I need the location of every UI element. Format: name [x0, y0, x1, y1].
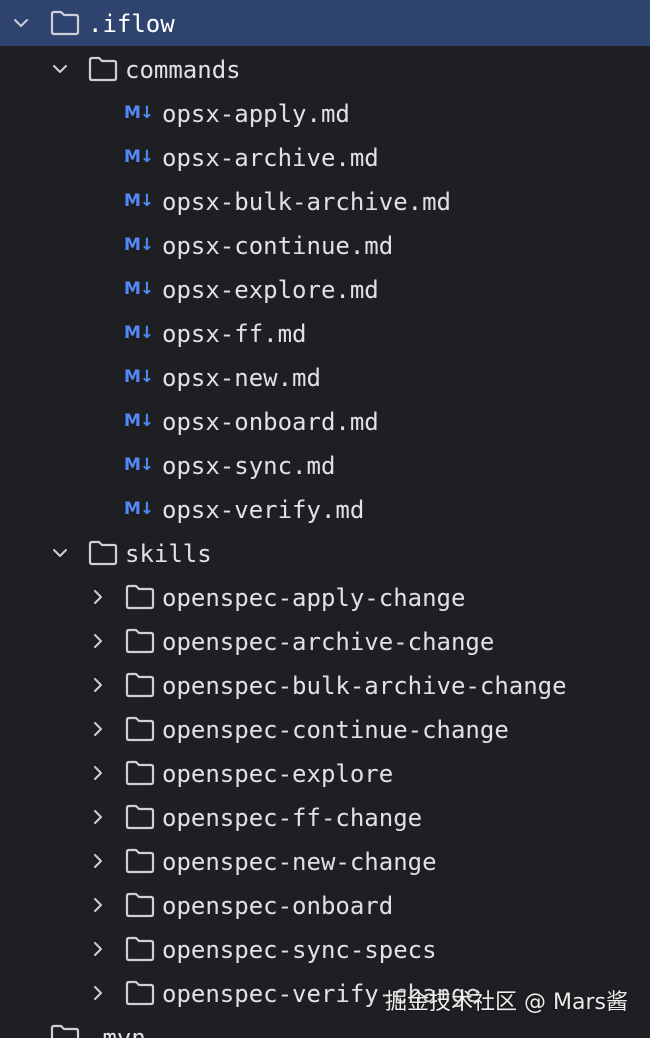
folder-icon	[125, 716, 155, 742]
tree-item-skill-folder[interactable]: openspec-verify-change	[0, 971, 650, 1015]
tree-item-mvn[interactable]: .mvn	[0, 1015, 650, 1038]
chevron-down-icon[interactable]	[50, 59, 70, 79]
folder-label: openspec-onboard	[162, 892, 394, 920]
markdown-file-icon: M↓	[124, 367, 154, 387]
tree-item-commands[interactable]: commands	[0, 47, 650, 91]
folder-icon	[125, 760, 155, 786]
tree-item-skill-folder[interactable]: openspec-bulk-archive-change	[0, 663, 650, 707]
folder-icon	[125, 936, 155, 962]
folder-label: openspec-sync-specs	[162, 936, 437, 964]
folder-label: openspec-continue-change	[162, 716, 509, 744]
tree-item-skill-folder[interactable]: openspec-ff-change	[0, 795, 650, 839]
chevron-right-icon[interactable]	[88, 983, 108, 1003]
markdown-file-icon: M↓	[124, 499, 154, 519]
folder-icon	[88, 540, 118, 566]
tree-item-skill-folder[interactable]: openspec-continue-change	[0, 707, 650, 751]
folder-icon	[125, 584, 155, 610]
file-label: opsx-new.md	[162, 364, 321, 392]
folder-icon	[88, 56, 118, 82]
file-label: opsx-sync.md	[162, 452, 336, 480]
folder-label: openspec-archive-change	[162, 628, 495, 656]
tree-item-skill-folder[interactable]: openspec-new-change	[0, 839, 650, 883]
chevron-right-icon[interactable]	[88, 807, 108, 827]
file-label: opsx-archive.md	[162, 144, 379, 172]
markdown-file-icon: M↓	[124, 455, 154, 475]
tree-item-skill-folder[interactable]: openspec-sync-specs	[0, 927, 650, 971]
folder-label: openspec-verify-change	[162, 980, 480, 1008]
folder-icon	[50, 10, 80, 36]
file-item[interactable]: M↓ opsx-sync.md	[0, 443, 650, 487]
chevron-down-icon[interactable]	[11, 13, 31, 33]
folder-label-skills: skills	[125, 540, 212, 568]
folder-icon	[125, 848, 155, 874]
file-label: opsx-onboard.md	[162, 408, 379, 436]
folder-icon	[125, 980, 155, 1006]
folder-icon	[125, 892, 155, 918]
tree-item-iflow[interactable]: .iflow	[0, 0, 650, 46]
chevron-down-icon[interactable]	[50, 543, 70, 563]
folder-icon	[125, 672, 155, 698]
file-item[interactable]: M↓ opsx-onboard.md	[0, 399, 650, 443]
file-item[interactable]: M↓ opsx-explore.md	[0, 267, 650, 311]
tree-item-skill-folder[interactable]: openspec-archive-change	[0, 619, 650, 663]
folder-label-mvn: .mvn	[88, 1024, 146, 1038]
chevron-right-icon[interactable]	[88, 587, 108, 607]
markdown-file-icon: M↓	[124, 191, 154, 211]
markdown-file-icon: M↓	[124, 279, 154, 299]
folder-icon	[125, 628, 155, 654]
tree-item-skill-folder[interactable]: openspec-explore	[0, 751, 650, 795]
file-item[interactable]: M↓ opsx-bulk-archive.md	[0, 179, 650, 223]
chevron-right-icon[interactable]	[88, 631, 108, 651]
file-item[interactable]: M↓ opsx-continue.md	[0, 223, 650, 267]
chevron-right-icon[interactable]	[88, 895, 108, 915]
folder-icon	[50, 1024, 80, 1038]
markdown-file-icon: M↓	[124, 147, 154, 167]
folder-label: openspec-bulk-archive-change	[162, 672, 567, 700]
folder-label-iflow: .iflow	[88, 10, 175, 38]
file-item[interactable]: M↓ opsx-new.md	[0, 355, 650, 399]
folder-label: openspec-explore	[162, 760, 394, 788]
file-label: opsx-bulk-archive.md	[162, 188, 451, 216]
file-label: opsx-explore.md	[162, 276, 379, 304]
file-label: opsx-continue.md	[162, 232, 394, 260]
watermark-text: 掘金技术社区 @ Mars酱	[385, 990, 628, 1015]
file-item[interactable]: M↓ opsx-ff.md	[0, 311, 650, 355]
chevron-right-icon[interactable]	[88, 763, 108, 783]
markdown-file-icon: M↓	[124, 411, 154, 431]
folder-label: openspec-ff-change	[162, 804, 423, 832]
folder-label-commands: commands	[125, 56, 241, 84]
tree-item-skill-folder[interactable]: openspec-apply-change	[0, 575, 650, 619]
markdown-file-icon: M↓	[124, 235, 154, 255]
tree-item-skills[interactable]: skills	[0, 531, 650, 575]
chevron-right-icon[interactable]	[88, 939, 108, 959]
file-label: opsx-ff.md	[162, 320, 307, 348]
file-item[interactable]: M↓ opsx-apply.md	[0, 91, 650, 135]
tree-item-skill-folder[interactable]: openspec-onboard	[0, 883, 650, 927]
folder-label: openspec-new-change	[162, 848, 437, 876]
folder-icon	[125, 804, 155, 830]
file-label: opsx-verify.md	[162, 496, 365, 524]
markdown-file-icon: M↓	[124, 103, 154, 123]
file-label: opsx-apply.md	[162, 100, 350, 128]
markdown-file-icon: M↓	[124, 323, 154, 343]
chevron-right-icon[interactable]	[88, 675, 108, 695]
file-item[interactable]: M↓ opsx-verify.md	[0, 487, 650, 531]
chevron-right-icon[interactable]	[88, 851, 108, 871]
folder-label: openspec-apply-change	[162, 584, 466, 612]
file-item[interactable]: M↓ opsx-archive.md	[0, 135, 650, 179]
chevron-right-icon[interactable]	[88, 719, 108, 739]
